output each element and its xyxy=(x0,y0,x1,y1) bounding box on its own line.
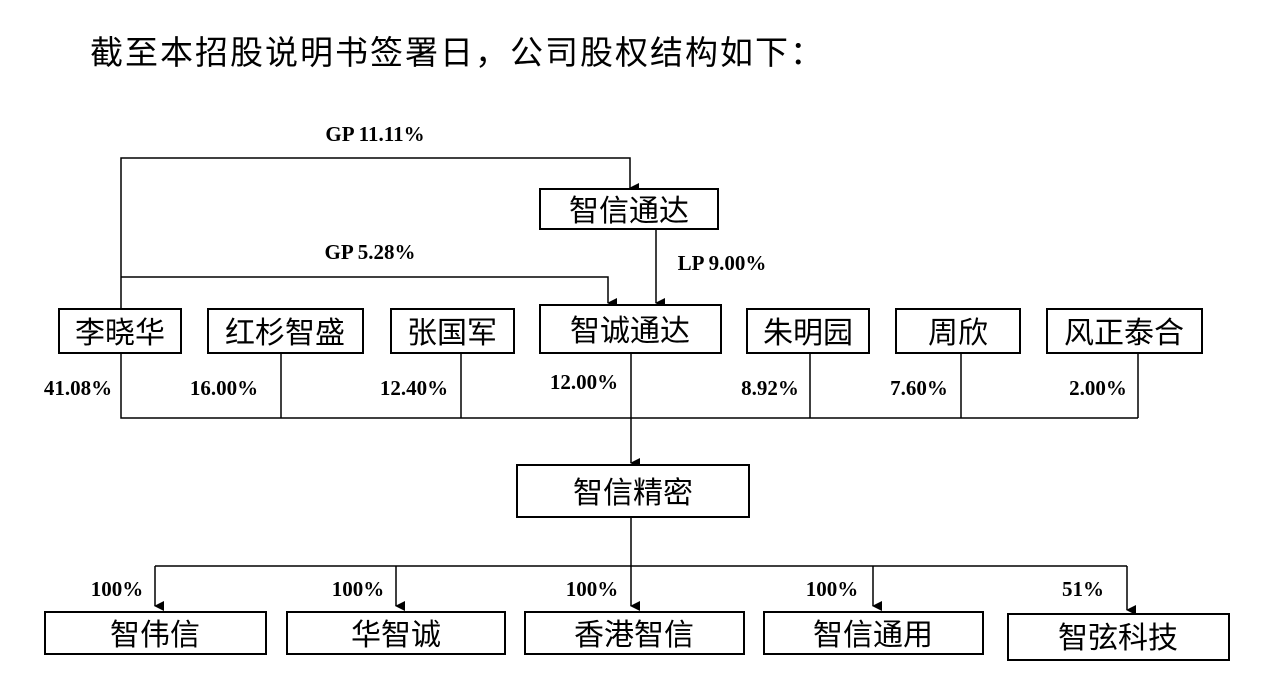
gp-mid-connector xyxy=(121,276,617,308)
subsidiary-智信通用: 智信通用 100% xyxy=(763,577,984,655)
subsidiary-name: 智弦科技 xyxy=(1058,621,1178,656)
lp-label: LP 9.00% xyxy=(678,251,767,275)
shareholder-李晓华: 李晓华 41.08% xyxy=(44,308,182,400)
subsidiary-pct: 100% xyxy=(332,577,385,601)
subsidiary-pct: 51% xyxy=(1062,577,1104,601)
shareholder-周欣: 周欣 7.60% xyxy=(890,308,1021,400)
shareholder-pct: 2.00% xyxy=(1069,376,1127,400)
shareholder-name: 红杉智盛 xyxy=(225,316,345,351)
gp-mid-label: GP 5.28% xyxy=(324,240,415,264)
gp-top-label: GP 11.11% xyxy=(325,122,424,146)
shareholder-pct: 12.40% xyxy=(380,376,448,400)
shareholder-张国军: 张国军 12.40% xyxy=(380,308,515,400)
shareholder-name: 李晓华 xyxy=(75,316,165,351)
shareholder-pct: 16.00% xyxy=(190,376,258,400)
shareholder-pct: 12.00% xyxy=(550,370,618,394)
shareholder-红杉智盛: 红杉智盛 16.00% xyxy=(190,308,364,400)
subsidiary-pct: 100% xyxy=(806,577,859,601)
page-heading: 截至本招股说明书签署日，公司股权结构如下： xyxy=(90,33,825,72)
subsidiary-name: 华智诚 xyxy=(351,618,441,653)
subsidiary-华智诚: 华智诚 100% xyxy=(286,577,506,655)
shareholder-朱明园: 朱明园 8.92% xyxy=(741,308,870,400)
shareholder-name: 风正泰合 xyxy=(1064,316,1184,351)
subsidiary-name: 智信通用 xyxy=(813,618,933,653)
company-box xyxy=(516,464,750,518)
shareholder-风正泰合: 风正泰合 2.00% xyxy=(1046,308,1203,400)
subsidiary-智伟信: 智伟信 100% xyxy=(44,577,267,655)
shareholder-name: 朱明园 xyxy=(763,316,853,351)
shareholder-bus xyxy=(120,353,1138,419)
subsidiary-pct: 100% xyxy=(91,577,144,601)
subsidiary-name: 智伟信 xyxy=(110,618,200,653)
subsidiary-香港智信: 香港智信 100% xyxy=(524,577,745,655)
shareholder-pct: 41.08% xyxy=(44,376,112,400)
shareholder-pct: 7.60% xyxy=(890,376,948,400)
shareholder-name: 张国军 xyxy=(407,316,497,351)
subsidiary-pct: 100% xyxy=(566,577,619,601)
top-entity-label: 智信通达 xyxy=(569,194,689,229)
shareholder-pct: 8.92% xyxy=(741,376,799,400)
subsidiary-智弦科技: 智弦科技 51% xyxy=(1007,577,1230,661)
shareholder-智诚通达: 智诚通达 12.00% xyxy=(539,304,722,394)
top-entity-box xyxy=(539,188,719,230)
gp-top-connector xyxy=(120,157,639,313)
subsidiary-name: 香港智信 xyxy=(574,618,694,653)
shareholder-name: 周欣 xyxy=(928,316,988,351)
shareholder-name: 智诚通达 xyxy=(570,314,690,349)
company-label: 智信精密 xyxy=(573,476,693,511)
